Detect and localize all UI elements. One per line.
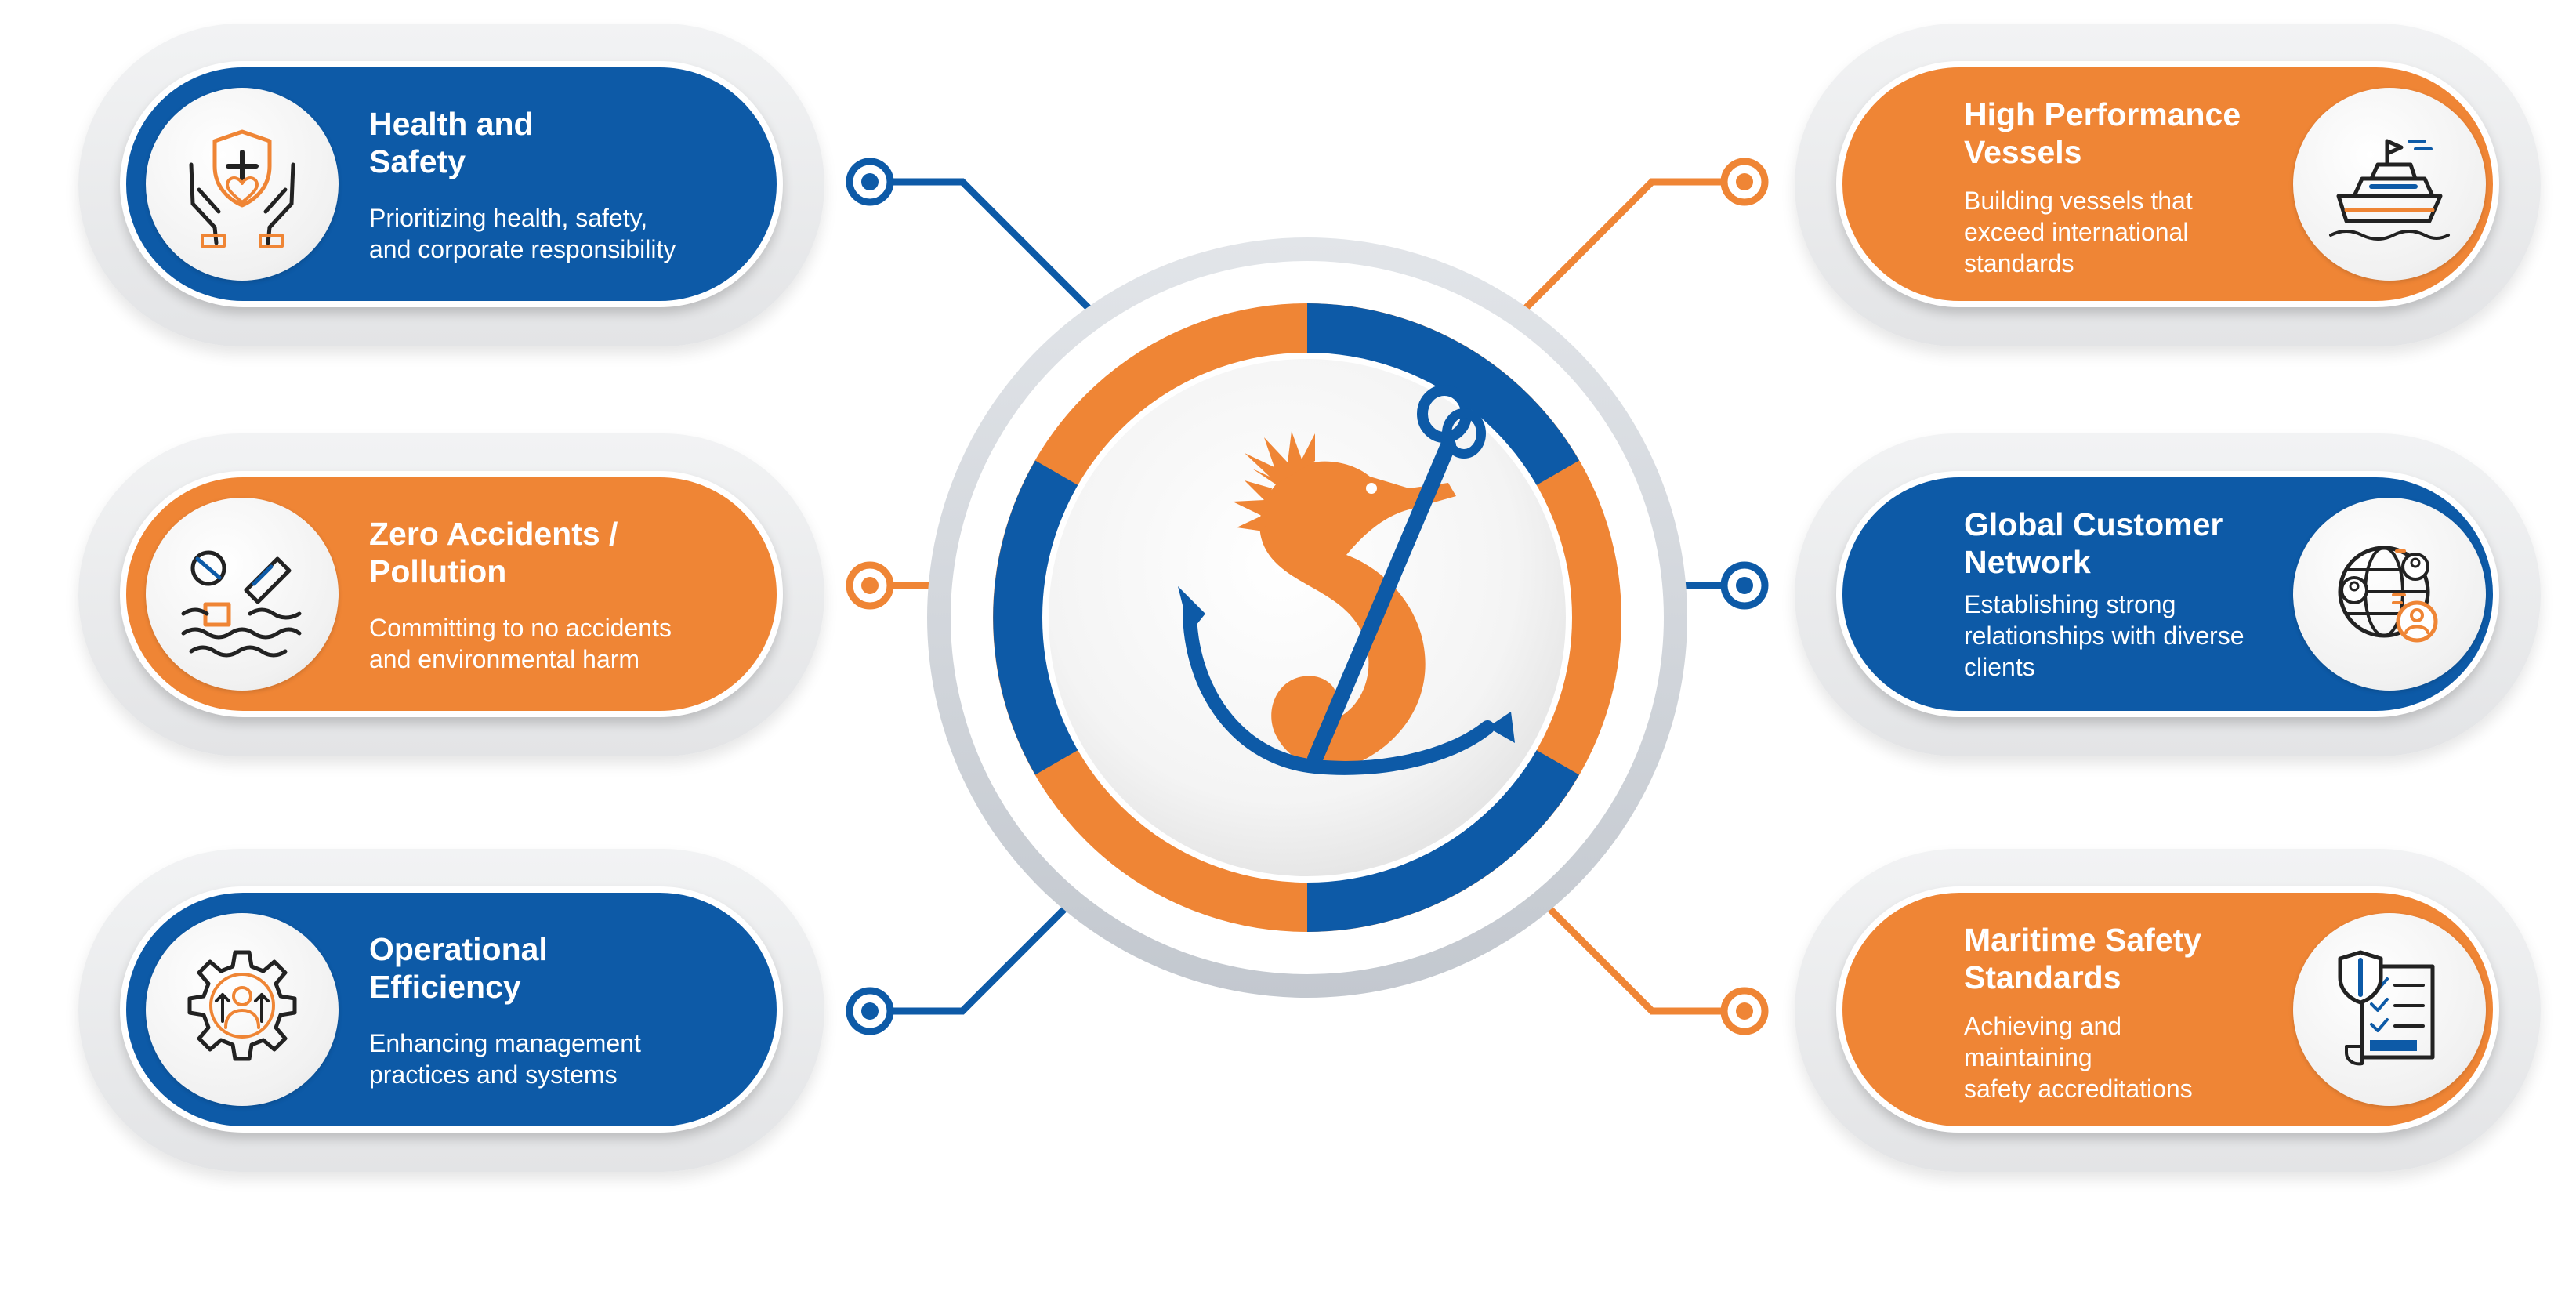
central-hub: [927, 237, 1687, 998]
card-zero-accidents-title: Zero Accidents / Pollution: [369, 515, 618, 590]
card-high-performance-vessels: High Performance Vessels Building vessel…: [1795, 24, 2541, 346]
desc-line: standards: [1964, 249, 2074, 277]
title-line: Network: [1964, 544, 2091, 580]
card-operational-efficiency-description: Enhancing management practices and syste…: [369, 1028, 641, 1090]
globe-customers-icon: [2293, 498, 2486, 691]
desc-line: Prioritizing health, safety,: [369, 204, 648, 232]
title-line: Health and: [369, 106, 534, 142]
desc-line: clients: [1964, 653, 2035, 681]
card-operational-efficiency: Operational Efficiency Enhancing managem…: [78, 849, 824, 1172]
connector-node-maritime-safety-standards: [1720, 987, 1769, 1035]
connector-node-global-customer-network: [1720, 561, 1769, 610]
card-maritime-safety-standards: Maritime Safety Standards Achieving and …: [1795, 849, 2541, 1172]
card-zero-accidents-description: Committing to no accidents and environme…: [369, 612, 672, 675]
desc-line: exceed international: [1964, 218, 2189, 246]
connector-health-safety: [866, 178, 1112, 332]
desc-line: Achieving and: [1964, 1012, 2122, 1040]
desc-line: Building vessels that: [1964, 187, 2193, 215]
card-zero-accidents: Zero Accidents / Pollution Committing to…: [78, 433, 824, 756]
desc-line: Committing to no accidents: [369, 614, 672, 642]
card-high-performance-vessels-description: Building vessels that exceed internation…: [1964, 185, 2193, 279]
desc-line: practices and systems: [369, 1060, 618, 1089]
connector-node-operational-efficiency: [846, 987, 894, 1035]
seahorse-anchor-logo-icon: [1178, 385, 1515, 775]
card-global-customer-network-description: Establishing strong relationships with d…: [1964, 589, 2244, 683]
connector-node-health-safety: [846, 158, 894, 206]
hub-face: [1042, 353, 1572, 883]
connector-operational-efficiency: [866, 861, 1112, 1015]
connector-high-performance-vessels: [1502, 178, 1748, 332]
card-zero-accidents-pill: Zero Accidents / Pollution Committing to…: [120, 471, 783, 717]
desc-line: and corporate responsibility: [369, 235, 676, 263]
hub-color-ring: [993, 303, 1621, 932]
card-health-safety-pill: Health and Safety Prioritizing health, s…: [120, 61, 783, 307]
card-health-safety: Health and Safety Prioritizing health, s…: [78, 24, 824, 346]
ocean-pollution-icon: [146, 498, 339, 691]
card-operational-efficiency-pill: Operational Efficiency Enhancing managem…: [120, 886, 783, 1133]
connector-node-zero-accidents: [846, 561, 894, 610]
desc-line: Enhancing management: [369, 1029, 641, 1057]
title-line: Operational: [369, 931, 548, 967]
gear-person-arrows-icon: [146, 913, 339, 1106]
desc-line: safety accreditations: [1964, 1075, 2193, 1103]
desc-line: relationships with diverse: [1964, 622, 2244, 650]
hands-shield-heart-icon: [146, 88, 339, 281]
ship-icon: [2293, 88, 2486, 281]
card-maritime-safety-standards-title: Maritime Safety Standards: [1964, 921, 2201, 996]
card-operational-efficiency-title: Operational Efficiency: [369, 930, 548, 1006]
desc-line: and environmental harm: [369, 645, 640, 673]
card-health-safety-title: Health and Safety: [369, 105, 534, 180]
card-health-safety-description: Prioritizing health, safety, and corpora…: [369, 202, 676, 265]
card-maritime-safety-standards-description: Achieving and maintaining safety accredi…: [1964, 1010, 2193, 1104]
title-line: Standards: [1964, 959, 2121, 995]
title-line: Global Customer: [1964, 506, 2223, 542]
connector-maritime-safety-standards: [1502, 861, 1748, 1015]
card-high-performance-vessels-pill: High Performance Vessels Building vessel…: [1836, 61, 2499, 307]
title-line: Efficiency: [369, 969, 521, 1005]
card-high-performance-vessels-title: High Performance Vessels: [1964, 96, 2241, 171]
card-maritime-safety-standards-pill: Maritime Safety Standards Achieving and …: [1836, 886, 2499, 1133]
card-global-customer-network: Global Customer Network Establishing str…: [1795, 433, 2541, 756]
card-global-customer-network-title: Global Customer Network: [1964, 506, 2223, 581]
shield-checklist-icon: [2293, 913, 2486, 1106]
title-line: High Performance: [1964, 96, 2241, 132]
title-line: Zero Accidents /: [369, 516, 618, 552]
title-line: Pollution: [369, 553, 507, 589]
title-line: Safety: [369, 143, 466, 179]
card-global-customer-network-pill: Global Customer Network Establishing str…: [1836, 471, 2499, 717]
connector-node-high-performance-vessels: [1720, 158, 1769, 206]
desc-line: maintaining: [1964, 1043, 2092, 1071]
title-line: Vessels: [1964, 134, 2082, 170]
desc-line: Establishing strong: [1964, 590, 2176, 618]
title-line: Maritime Safety: [1964, 922, 2202, 958]
